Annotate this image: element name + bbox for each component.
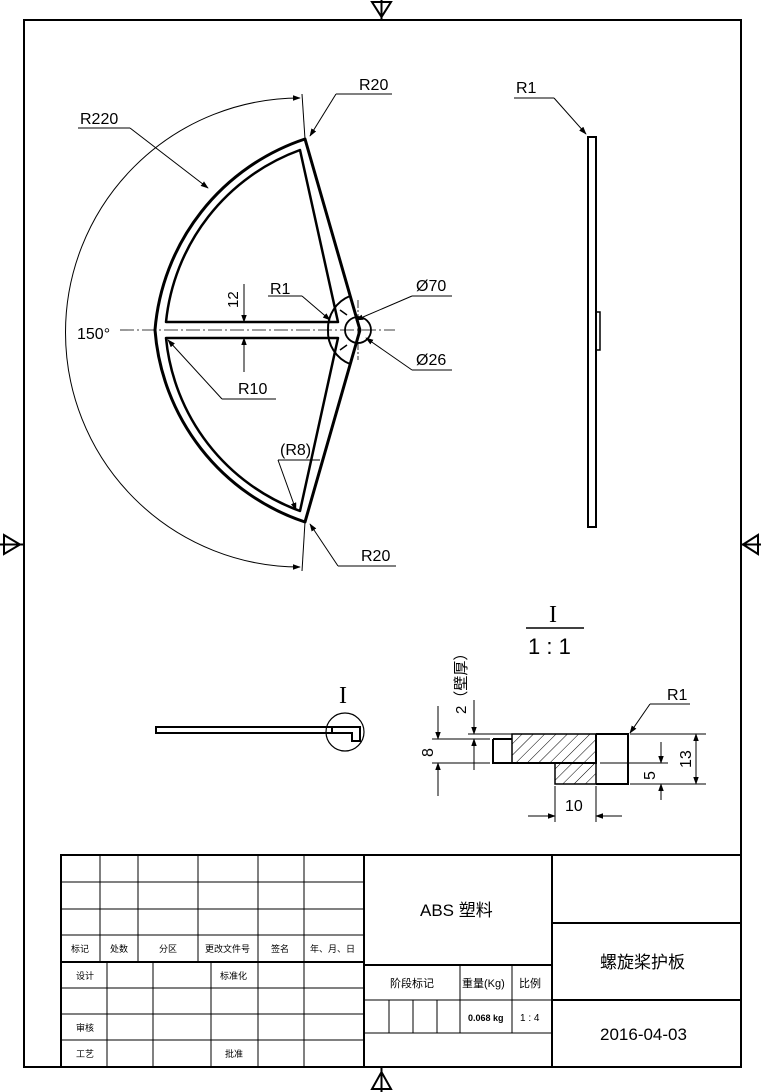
label-d5: 5 [642,771,659,780]
guard-outer-outline [153,137,362,524]
label-r20-bottom: R20 [361,548,390,565]
guard-inner-lower [164,336,340,513]
label-r1-detail: R1 [667,687,688,704]
tb-header-date: 年、月、日 [310,943,355,954]
label-dia26: Ø26 [416,352,446,369]
tb-label-approve: 批准 [225,1048,243,1059]
tb-weight-label: 重量(Kg) [462,976,505,990]
label-r10: R10 [238,381,267,398]
guard-inner-upper [164,148,340,324]
leaders [78,93,452,567]
tb-header-sign: 签名 [271,943,289,954]
detail-label: I [549,602,557,628]
angle-dimension [65,93,306,572]
label-r20-top: R20 [359,77,388,94]
section-view [155,712,365,752]
side-view [514,97,601,528]
tb-label-process: 工艺 [76,1049,94,1059]
tb-scale-label: 比例 [519,976,541,990]
label-r1-side: R1 [516,80,537,97]
tb-weight-value: 0.068 kg [468,1013,504,1023]
tb-part-name: 螺旋桨护板 [600,953,685,972]
detail-marker: I [339,683,347,709]
tb-label-design: 设计 [76,970,94,981]
tb-stage-label: 阶段标记 [390,976,434,990]
label-dia70: Ø70 [416,278,446,295]
detail-view [492,733,629,785]
detail-circle [325,712,365,752]
tb-header-zone: 分区 [159,944,177,954]
tb-header-docno: 更改文件号 [205,943,250,954]
tb-label-standardize: 标准化 [220,970,247,981]
angle-label: 150° [77,326,110,343]
drawing-border [23,19,742,1068]
label-d10: 10 [565,798,583,815]
label-d13: 13 [678,750,695,768]
detail-dimensions [432,700,706,822]
detail-scale: 1 : 1 [528,634,571,659]
label-r220: R220 [80,111,118,128]
title-block [60,854,742,1068]
label-r1-center: R1 [270,281,291,298]
tb-date: 2016-04-03 [600,1025,687,1044]
tb-header-count: 处数 [110,943,128,954]
label-thk12: 12 [225,291,242,308]
label-d8: 8 [420,748,437,757]
label-r8: (R8) [280,442,311,459]
front-view [120,137,395,524]
tb-header-mark: 标记 [71,943,89,954]
tb-label-review: 审核 [76,1022,94,1033]
label-wall: 2（壁厚） [453,646,470,714]
tb-scale-value: 1 : 4 [520,1013,540,1024]
tb-material: ABS 塑料 [420,901,493,920]
